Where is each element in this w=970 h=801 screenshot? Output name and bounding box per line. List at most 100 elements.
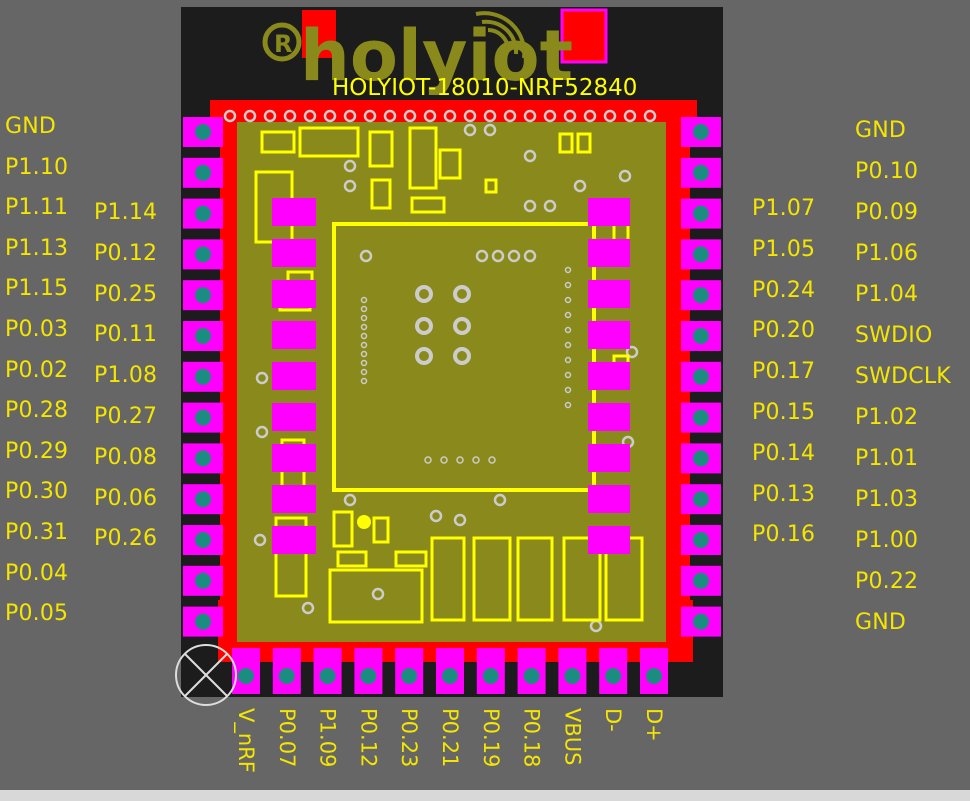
right-pad [681,525,721,555]
chip-pin [424,456,432,464]
component-outline [368,130,394,168]
right-pad [681,117,721,147]
pin-label: P0.31 [5,520,69,545]
pin-label: SWDIO [855,323,933,348]
component-outline [372,516,390,544]
left-pad [183,606,223,637]
pin-label: P0.10 [855,159,919,184]
inner-left-pad [272,485,316,513]
large-via [453,347,471,365]
via [463,109,477,123]
bottom-pad [476,648,505,694]
large-via [453,317,471,335]
pin-label: D- [601,708,626,732]
component-outline [438,148,462,180]
via [403,109,417,123]
via [263,109,277,123]
via [623,109,637,123]
inner-left-pad [272,239,316,267]
pin-label: P1.05 [752,236,816,262]
inner-right-pad [588,280,630,308]
chip-pin [360,341,368,349]
inner-right-pad [588,403,630,431]
component-outline [516,536,554,622]
antenna-pad-right [560,8,608,64]
chip-pin [360,305,368,313]
component-outline [410,196,446,214]
bottom-pad [232,648,260,694]
logo-text: holyiot [300,15,573,97]
via [491,249,505,263]
via [463,123,477,137]
pin-label: V_nRF [234,708,258,773]
chip-pin [360,332,368,340]
bottom-pad [354,648,383,694]
left-pad [183,157,223,188]
chip-pin [564,401,572,409]
pin-label: P0.18 [519,708,544,768]
chip-pin [564,266,572,274]
red-left-column [220,120,242,630]
inner-right-pad [588,198,630,226]
chip-pin [564,296,572,304]
pin-label: P0.14 [752,440,816,466]
left-pad [183,361,223,392]
pin-label: P1.02 [855,405,919,430]
inner-left-pad [272,403,316,431]
chip-pin [360,314,368,322]
via [423,109,437,123]
component-outline [274,516,308,598]
pin-label: P0.16 [752,522,816,548]
component-outline [484,178,498,194]
chip-pin [564,326,572,334]
pin-label: P1.06 [855,241,919,266]
via [453,513,467,527]
chip-pin [564,371,572,379]
bottom-pad [395,648,424,694]
chip-pin [360,377,368,385]
pin-label: P0.11 [94,322,158,348]
pin-label: P0.13 [752,481,816,507]
pin-label: P0.24 [752,277,816,303]
bottom-pad [313,648,342,694]
via [371,587,385,601]
inner-left-pad [272,444,316,472]
left-pad [183,525,223,555]
pin-label: P0.15 [752,400,816,425]
pin-label: P1.11 [5,195,69,221]
antenna-pad-left [302,10,336,58]
logo-mark: R [274,30,292,58]
chip-pin [456,456,464,464]
via [255,425,269,439]
left-pad [183,198,223,229]
right-pad [681,239,721,270]
pin-label: VBUS [560,708,585,766]
inner-left-pad [272,321,316,349]
via [283,109,297,123]
pin-label: P1.13 [5,235,69,261]
inner-left-pad [272,280,316,308]
via [223,109,237,123]
footer-strip [0,790,970,801]
via [253,533,267,547]
pin-label: P1.14 [94,200,158,225]
via [523,199,537,213]
pin-label: GND [5,114,57,139]
via [618,169,632,183]
pin-label: P0.03 [5,317,69,342]
component-outline [408,126,438,190]
pin-label: P0.26 [94,526,158,552]
chip-pin [472,456,480,464]
pin-label: P1.04 [855,282,919,307]
chip-pin [360,350,368,358]
right-pad [681,198,721,229]
component-outline [562,536,602,622]
right-pad [681,321,721,351]
pin-label: GND [855,118,907,143]
inner-right-pad [588,444,630,472]
chip-pin [564,386,572,394]
pin-label: D+ [642,708,666,742]
left-pad [183,565,223,596]
pin-label: P0.02 [5,357,69,383]
